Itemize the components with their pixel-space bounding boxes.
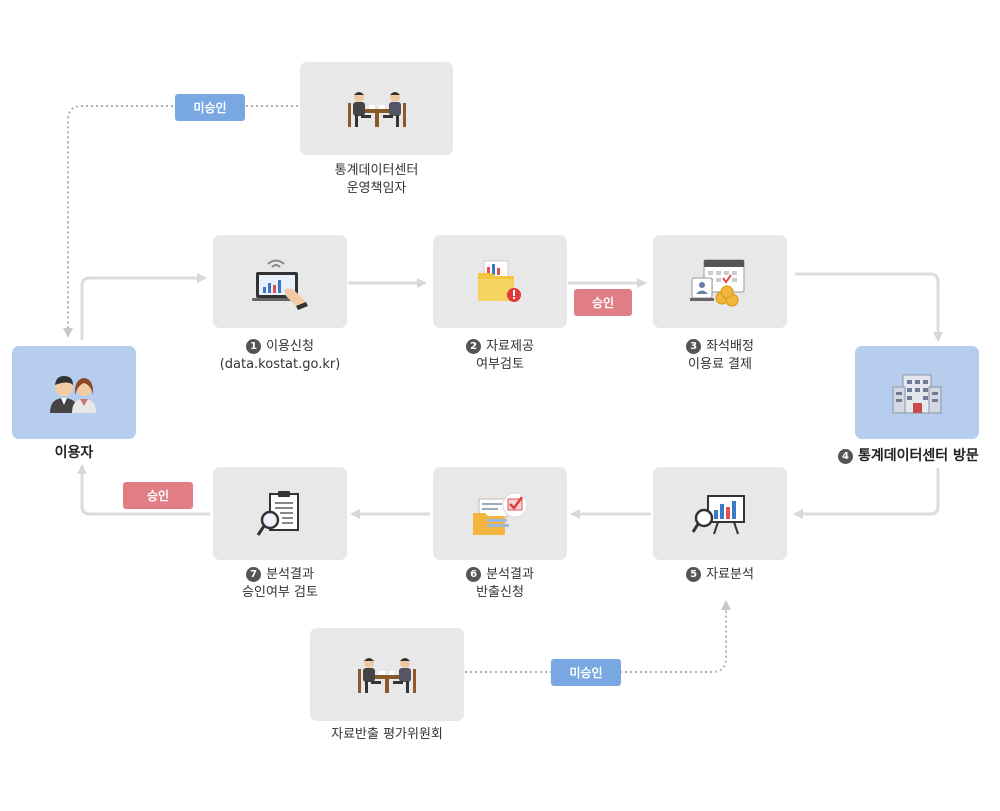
committee-box xyxy=(310,628,464,721)
step1-label-line2: (data.kostat.go.kr) xyxy=(219,357,341,372)
chart-magnifier-icon xyxy=(692,494,745,534)
step7-number: 7 xyxy=(246,567,262,582)
connector-step7-user xyxy=(77,464,210,516)
step1-label: 1 이용신청 (data.kostat.go.kr) xyxy=(205,338,355,374)
step3-label-line2: 이용료 결제 xyxy=(688,357,752,372)
step4-label: 4 통계데이터센터 방문 xyxy=(838,447,998,465)
meeting-icon xyxy=(358,657,416,693)
step1-number: 1 xyxy=(246,339,262,354)
step6-label: 6 분석결과 반출신청 xyxy=(425,566,575,602)
supervisor-box xyxy=(300,62,453,155)
step2-label: 2 자료제공 여부검토 xyxy=(425,338,575,374)
step3-label-line1: 좌석배정 xyxy=(706,339,754,354)
document-magnifier-icon xyxy=(256,490,299,536)
step5-box xyxy=(653,467,787,560)
folder-check-icon xyxy=(473,492,528,535)
step7-label: 7 분석결과 승인여부 검토 xyxy=(205,566,355,602)
calendar-payment-icon xyxy=(690,259,745,306)
step7-label-line1: 분석결과 xyxy=(266,567,314,582)
connector-supervisor-user xyxy=(63,105,298,338)
step6-label-line2: 반출신청 xyxy=(476,585,524,600)
supervisor-label-line1: 통계데이터센터 xyxy=(334,163,419,178)
building-icon xyxy=(892,374,942,413)
step6-number: 6 xyxy=(466,567,482,582)
step4-label-text: 통계데이터센터 방문 xyxy=(858,448,979,464)
badge-top-unapproved: 미승인 xyxy=(175,94,245,121)
step3-number: 3 xyxy=(686,339,702,354)
step1-box xyxy=(213,235,347,328)
committee-label: 자료반출 평가위원회 xyxy=(331,727,443,742)
step5-label: 5 자료분석 xyxy=(645,566,795,584)
user-box xyxy=(12,346,136,439)
laptop-touch-icon xyxy=(252,259,308,310)
step7-box xyxy=(213,467,347,560)
step6-label-line1: 분석결과 xyxy=(486,567,534,582)
connector-user-step1 xyxy=(80,273,207,340)
step2-number: 2 xyxy=(466,339,482,354)
connector-step3-step4 xyxy=(795,272,943,342)
badge-bottom-unapproved: 미승인 xyxy=(551,659,621,686)
connector-step4-step5 xyxy=(793,468,940,519)
step2-box xyxy=(433,235,567,328)
step2-label-line1: 자료제공 xyxy=(486,339,534,354)
step5-number: 5 xyxy=(686,567,702,582)
step1-label-line1: 이용신청 xyxy=(266,339,314,354)
step3-label: 3 좌석배정 이용료 결제 xyxy=(645,338,795,374)
step4-number: 4 xyxy=(838,449,853,464)
users-icon xyxy=(50,375,96,413)
step2-label-line2: 여부검토 xyxy=(476,357,524,372)
supervisor-label-line2: 운영책임자 xyxy=(346,181,407,196)
meeting-icon xyxy=(347,91,406,127)
folder-alert-icon xyxy=(478,260,521,302)
step6-box xyxy=(433,467,567,560)
step4-box xyxy=(855,346,979,439)
step5-label-line1: 자료분석 xyxy=(706,567,754,582)
supervisor-label: 통계데이터센터 운영책임자 xyxy=(300,162,453,198)
badge-step2-approved: 승인 xyxy=(574,289,632,316)
step7-label-line2: 승인여부 검토 xyxy=(242,585,318,600)
user-label: 이용자 xyxy=(54,445,94,461)
step3-box xyxy=(653,235,787,328)
badge-step7-approved: 승인 xyxy=(123,482,193,509)
